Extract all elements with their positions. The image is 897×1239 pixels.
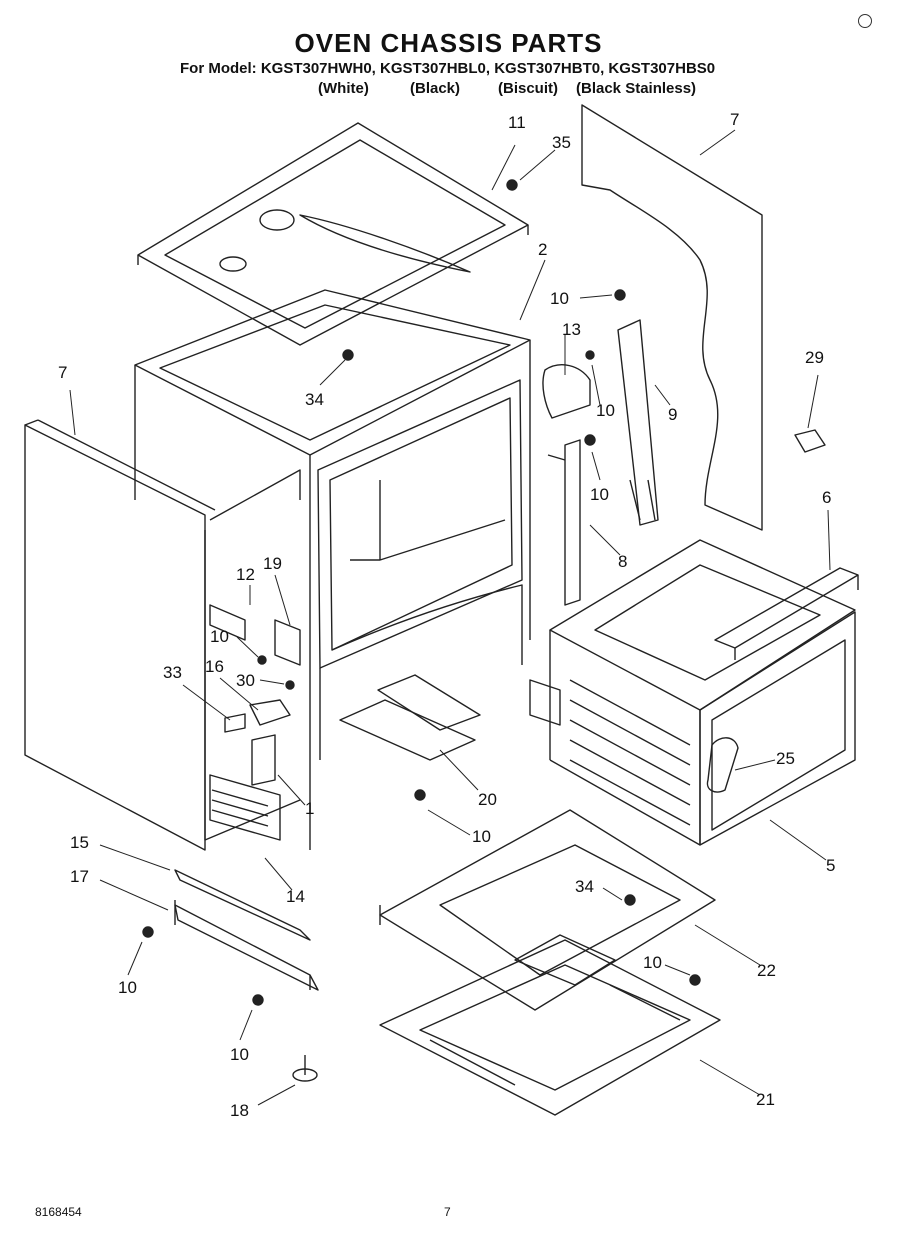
callout-10-c: 10 <box>590 485 609 504</box>
callout-10-f: 10 <box>118 978 137 997</box>
callout-5: 5 <box>826 856 835 875</box>
oven-rack-part <box>714 567 859 660</box>
page-title: OVEN CHASSIS PARTS <box>294 28 603 58</box>
callout-20: 20 <box>478 790 497 809</box>
bracket-parts <box>542 319 659 606</box>
corner-mark <box>858 14 872 28</box>
callout-1: 1 <box>305 799 314 818</box>
callout-9: 9 <box>668 405 677 424</box>
top-panel-part <box>137 122 529 346</box>
color-white: (White) <box>318 80 369 97</box>
callout-11: 11 <box>508 113 526 132</box>
callout-13: 13 <box>562 320 581 339</box>
color-black: (Black) <box>410 80 461 97</box>
leveling-leg-part <box>292 1055 318 1082</box>
callout-30: 30 <box>236 671 255 690</box>
callout-16: 16 <box>205 657 224 676</box>
callout-35: 35 <box>552 133 571 152</box>
callout-19: 19 <box>263 554 282 573</box>
callout-22: 22 <box>757 961 776 980</box>
callout-8: 8 <box>618 552 627 571</box>
callout-34-top: 34 <box>305 390 324 409</box>
callout-17: 17 <box>70 867 89 886</box>
page-number: 7 <box>444 1205 451 1219</box>
color-biscuit: (Biscuit) <box>498 80 558 97</box>
callout-29: 29 <box>805 348 824 367</box>
oven-cavity-part <box>529 539 856 846</box>
small-component-parts <box>209 429 826 793</box>
bottom-bracket-parts <box>339 674 481 761</box>
callout-15: 15 <box>70 833 89 852</box>
callout-10-h: 10 <box>230 1045 249 1064</box>
side-rail-parts <box>174 869 319 991</box>
callout-14: 14 <box>286 887 305 906</box>
callout-7-left: 7 <box>58 363 67 382</box>
callout-7-right: 7 <box>730 110 739 129</box>
callout-labels: 11 35 7 2 10 13 29 34 7 10 9 10 6 8 12 1… <box>58 110 835 1120</box>
callout-10-d: 10 <box>210 627 229 646</box>
callout-10-b: 10 <box>596 401 615 420</box>
callout-21: 21 <box>756 1090 775 1109</box>
bottom-base-part <box>379 939 721 1116</box>
color-black-stainless: (Black Stainless) <box>576 80 697 97</box>
right-side-panel-part <box>581 104 763 531</box>
callout-25: 25 <box>776 749 795 768</box>
left-side-panel-part <box>24 419 216 851</box>
callout-10-a: 10 <box>550 289 569 308</box>
model-list: For Model: KGST307HWH0, KGST307HBL0, KGS… <box>180 60 716 77</box>
callout-18: 18 <box>230 1101 249 1120</box>
leader-lines <box>69 129 831 1106</box>
document-number: 8168454 <box>35 1205 82 1219</box>
callout-33: 33 <box>163 663 182 682</box>
callout-6: 6 <box>822 488 831 507</box>
callout-10-e: 10 <box>472 827 491 846</box>
callout-12: 12 <box>236 565 255 584</box>
callout-2: 2 <box>538 240 547 259</box>
bottom-panel-part <box>379 809 716 1011</box>
callout-10-g: 10 <box>643 953 662 972</box>
chassis-frame-part <box>134 289 531 850</box>
screw-fasteners <box>142 179 701 1006</box>
callout-34-bottom: 34 <box>575 877 594 896</box>
